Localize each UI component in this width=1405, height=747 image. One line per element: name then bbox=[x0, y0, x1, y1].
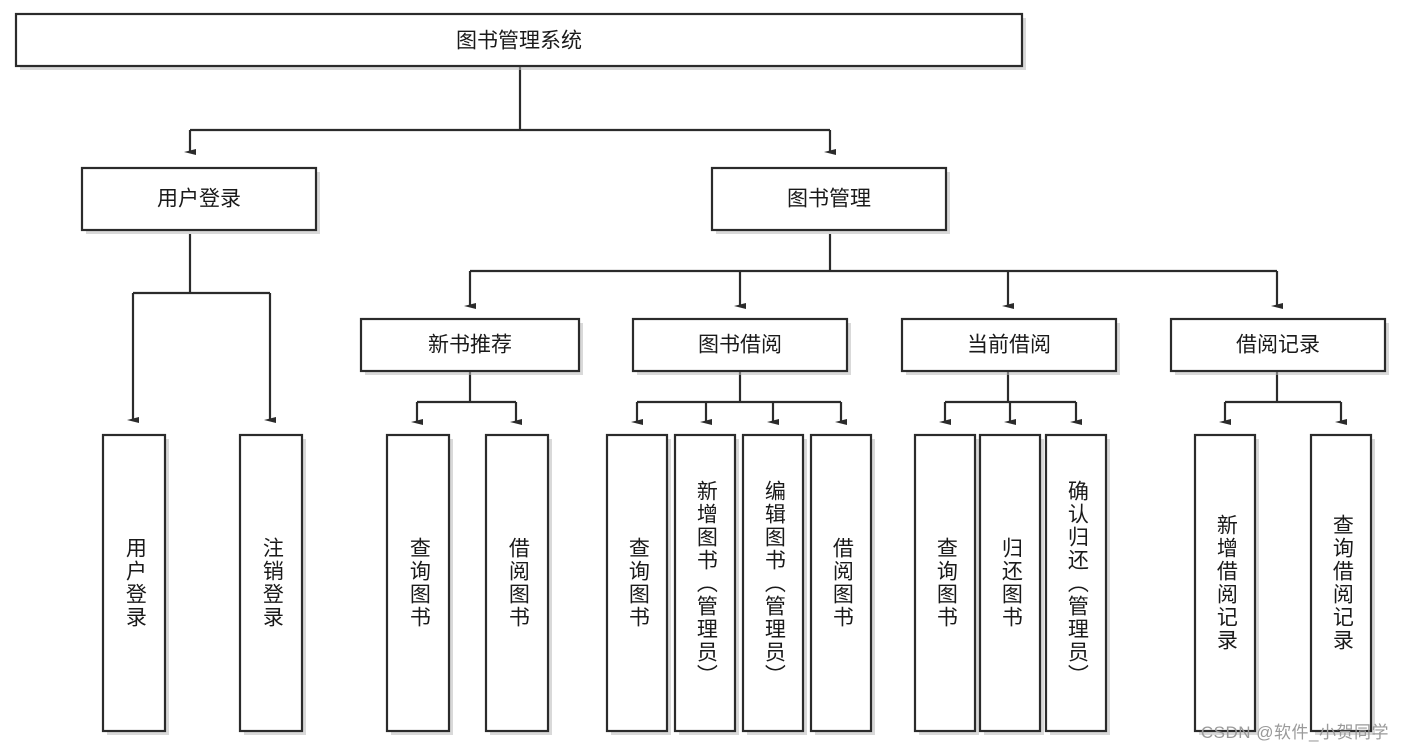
node-book-borrow-box[interactable] bbox=[631, 317, 849, 373]
node-leaf-edit-book-box[interactable] bbox=[741, 433, 805, 733]
node-group: 图书管理系统 用户登录 图书管理 新书推荐 图书借阅 当前借阅 借阅记录 bbox=[14, 12, 1389, 735]
node-leaf-add-record-box[interactable] bbox=[1193, 433, 1257, 733]
node-leaf-query-record-box[interactable] bbox=[1309, 433, 1373, 733]
node-book-manage-label: 图书管理 bbox=[787, 188, 871, 211]
node-leaf-query-book-3-box[interactable] bbox=[913, 433, 977, 733]
node-leaf-logout-box[interactable] bbox=[238, 433, 304, 733]
node-leaf-borrow-book-1-box[interactable] bbox=[484, 433, 550, 733]
node-new-book-rec-box[interactable] bbox=[359, 317, 581, 373]
node-borrow-record-box[interactable] bbox=[1169, 317, 1387, 373]
node-root-label: 图书管理系统 bbox=[456, 30, 582, 53]
node-new-book-rec-label: 新书推荐 bbox=[428, 334, 512, 357]
node-borrow-record-label: 借阅记录 bbox=[1236, 334, 1320, 357]
node-current-borrow-label: 当前借阅 bbox=[967, 334, 1051, 357]
connector-group bbox=[127, 67, 1347, 425]
node-user-login-label: 用户登录 bbox=[157, 188, 241, 211]
node-leaf-add-book-box[interactable] bbox=[673, 433, 737, 733]
node-book-borrow-label: 图书借阅 bbox=[698, 334, 782, 357]
node-leaf-user-login-box[interactable] bbox=[101, 433, 167, 733]
node-leaf-return-book-box[interactable] bbox=[978, 433, 1042, 733]
node-leaf-confirm-return-box[interactable] bbox=[1044, 433, 1108, 733]
node-current-borrow-box[interactable] bbox=[900, 317, 1118, 373]
node-book-manage-box[interactable] bbox=[710, 166, 948, 232]
node-root-box[interactable] bbox=[14, 12, 1024, 68]
node-leaf-query-book-1-box[interactable] bbox=[385, 433, 451, 733]
node-user-login-box[interactable] bbox=[80, 166, 318, 232]
node-leaf-query-book-2-box[interactable] bbox=[605, 433, 669, 733]
node-leaf-borrow-book-2-box[interactable] bbox=[809, 433, 873, 733]
